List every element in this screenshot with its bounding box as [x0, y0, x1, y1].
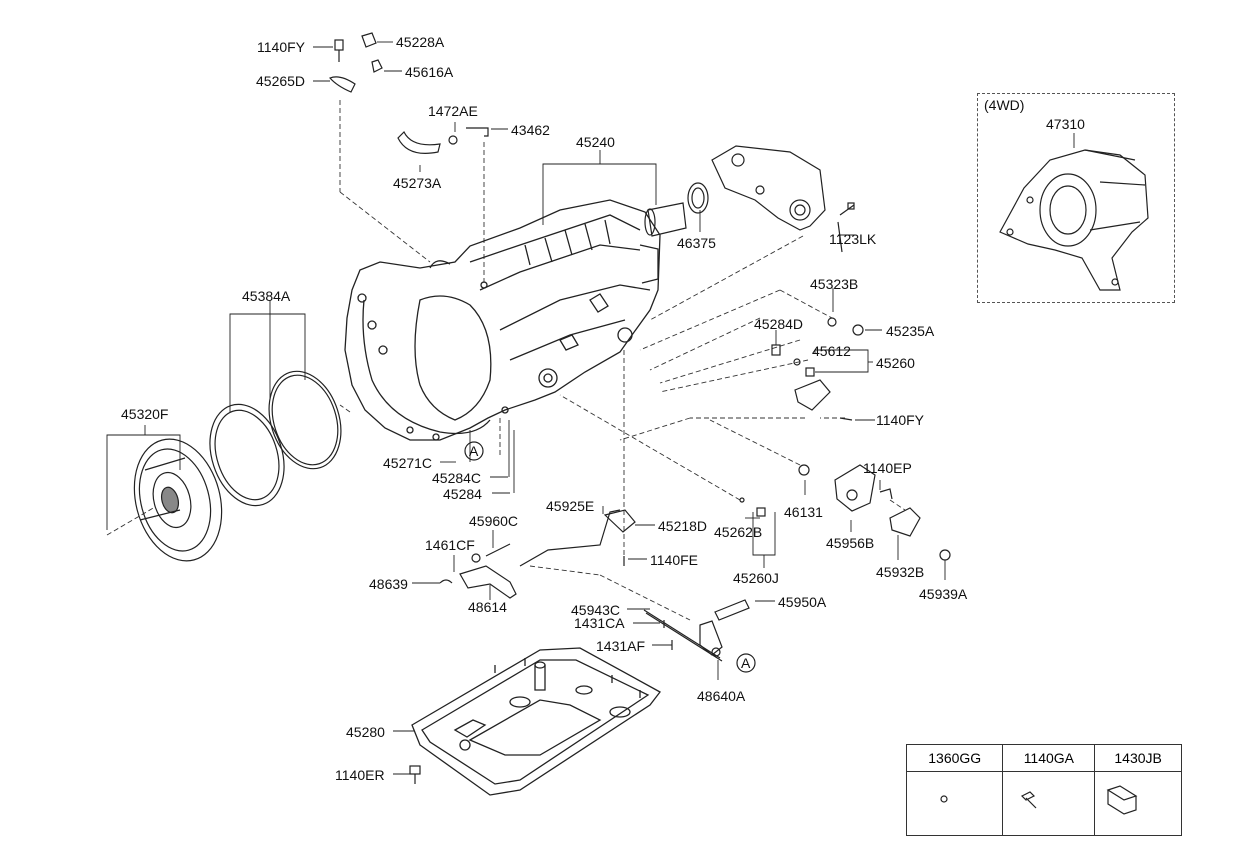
- reference-marker-a-right: [736, 653, 756, 673]
- rear-mount-bracket: [711, 145, 855, 253]
- label-1140er: 1140ER: [335, 767, 385, 783]
- label-45925e: 45925E: [546, 498, 595, 514]
- label-48614: 48614: [468, 599, 507, 615]
- label-45932b: 45932B: [876, 564, 925, 580]
- label-45280: 45280: [346, 724, 385, 740]
- front-pump-45320F: [133, 438, 223, 562]
- label-48639: 48639: [369, 576, 408, 592]
- label-45284d: 45284D: [754, 316, 804, 332]
- oil-pan-45280: [411, 647, 661, 796]
- label-1140fe: 1140FE: [650, 552, 698, 568]
- inset-4wd-frame: (4WD) 47310: [977, 93, 1175, 303]
- label-45284c: 45284C: [432, 470, 482, 486]
- transmission-case: [344, 199, 661, 441]
- label-45284: 45284: [443, 486, 482, 502]
- legend-cell-1430jb: [1094, 771, 1182, 836]
- label-1140fy-mid: 1140FY: [876, 412, 924, 428]
- label-48640a: 48640A: [697, 688, 746, 704]
- inset-4wd-title: (4WD): [984, 97, 1025, 113]
- right-side-small-parts: [739, 317, 951, 561]
- label-45273a: 45273A: [393, 175, 442, 191]
- legend-cell-1360gg: [905, 771, 1004, 836]
- label-45240: 45240: [576, 134, 615, 150]
- shift-linkage: [439, 509, 750, 662]
- label-45384a: 45384A: [242, 288, 291, 304]
- seal-rings: [209, 370, 342, 507]
- legend-header-1430jb: 1430JB: [1094, 744, 1182, 772]
- label-45320f: 45320F: [121, 406, 169, 422]
- label-1123lk: 1123LK: [829, 231, 877, 247]
- label-47310: 47310: [1046, 116, 1085, 132]
- label-45950a: 45950A: [778, 594, 827, 610]
- label-45323b: 45323B: [810, 276, 859, 292]
- label-1472ae: 1472AE: [428, 103, 478, 119]
- label-45260: 45260: [876, 355, 915, 371]
- label-45262b: 45262B: [714, 524, 763, 540]
- label-1431ca: 1431CA: [574, 615, 625, 631]
- label-1140ep: 1140EP: [863, 460, 912, 476]
- adapter-housing-47310: [999, 149, 1149, 291]
- legend-cell-1140ga: [1002, 771, 1096, 836]
- dashed-leaders: [106, 100, 906, 621]
- top-sensor-cluster: [328, 32, 489, 154]
- label-45616a: 45616A: [405, 64, 454, 80]
- label-45943c: 45943C: [571, 602, 621, 618]
- label-45235a: 45235A: [886, 323, 935, 339]
- label-43462: 43462: [511, 122, 550, 138]
- label-45260j: 45260J: [733, 570, 779, 586]
- marker-a-right-label: A: [741, 655, 751, 671]
- reference-marker-a-left: [464, 441, 484, 461]
- label-1431af: 1431AF: [596, 638, 646, 654]
- label-45218d: 45218D: [658, 518, 708, 534]
- legend-header-1360gg: 1360GG: [905, 744, 1004, 772]
- label-46375: 46375: [677, 235, 716, 251]
- label-45960c: 45960C: [469, 513, 519, 529]
- label-1461cf: 1461CF: [425, 537, 475, 553]
- label-45271c: 45271C: [383, 455, 433, 471]
- label-45265d: 45265D: [256, 73, 306, 89]
- label-45939a: 45939A: [919, 586, 968, 602]
- drain-bolt: [409, 765, 421, 784]
- marker-a-left-label: A: [469, 443, 479, 459]
- solid-leaders: [106, 41, 1075, 775]
- label-1140fy-top: 1140FY: [257, 39, 305, 55]
- legend-header-1140ga: 1140GA: [1002, 744, 1096, 772]
- label-45228a: 45228A: [396, 34, 445, 50]
- rear-bushing-46375: [644, 182, 709, 237]
- hardware-legend-table: 1360GG 1140GA 1430JB: [905, 744, 1182, 836]
- label-46131: 46131: [784, 504, 823, 520]
- label-45612: 45612: [812, 343, 851, 359]
- label-45956b: 45956B: [826, 535, 875, 551]
